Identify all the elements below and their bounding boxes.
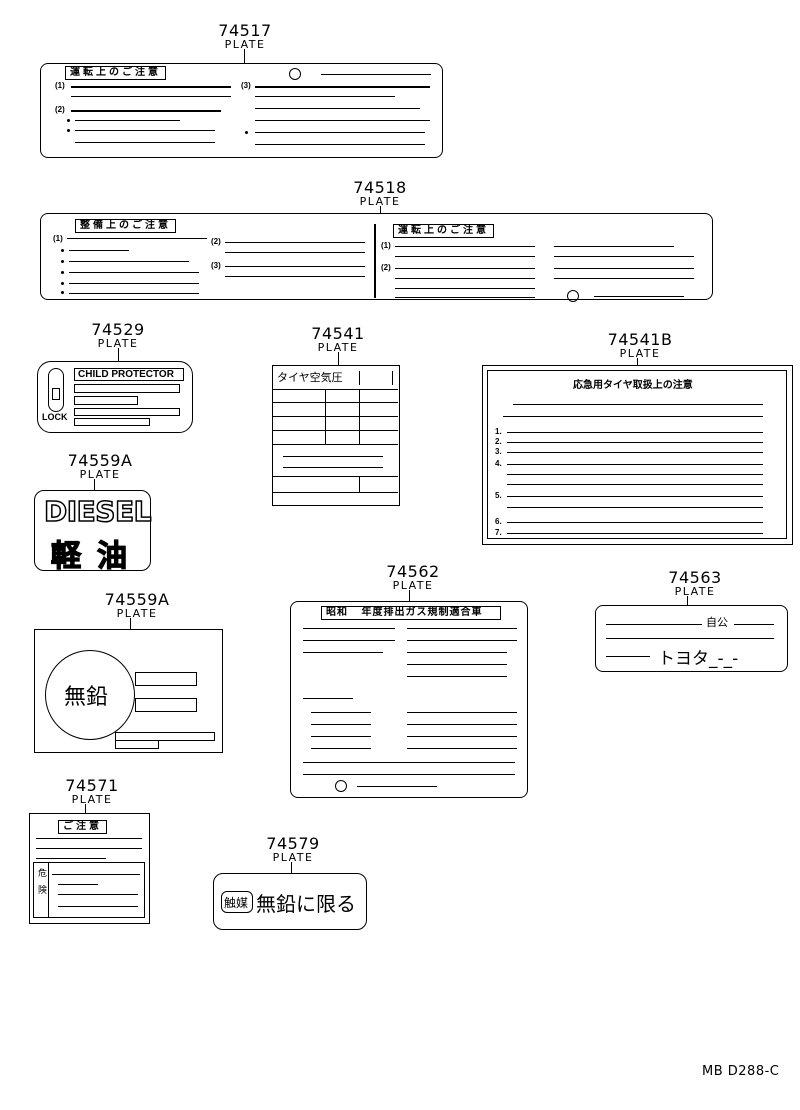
part-number: 74541 bbox=[311, 324, 365, 343]
mounting-hole bbox=[567, 290, 579, 302]
leader-line bbox=[409, 590, 410, 602]
leader-line bbox=[637, 358, 638, 366]
part-number: 74559A bbox=[104, 590, 170, 609]
mounting-hole bbox=[335, 780, 347, 792]
emission-title: 昭和 年度排出ガス規制適合車 bbox=[321, 606, 501, 620]
part-label-74562: 74562 PLATE bbox=[378, 562, 448, 592]
part-name: PLATE bbox=[71, 793, 113, 806]
part-label-74563: 74563 PLATE bbox=[660, 568, 730, 598]
part-label-74571: 74571 PLATE bbox=[57, 776, 127, 806]
divider bbox=[374, 224, 376, 298]
lock-switch bbox=[48, 368, 64, 412]
diagram-code: MB D288-C bbox=[702, 1064, 780, 1079]
part-number: 74541B bbox=[607, 330, 673, 349]
leader-line bbox=[94, 479, 95, 491]
part-number: 74529 bbox=[91, 320, 145, 339]
part-number: 74579 bbox=[266, 834, 320, 853]
unleaded-only-text: 無鉛に限る bbox=[256, 894, 356, 916]
part-name: PLATE bbox=[674, 585, 716, 598]
plate-74562[interactable]: 昭和 年度排出ガス規制適合車 bbox=[290, 601, 528, 798]
plate-74529[interactable]: LOCK CHILD PROTECTOR bbox=[37, 361, 193, 433]
plate-74518[interactable]: 整備上のご注意 (1) (2) (3) 運転上のご注意 (1) (2) bbox=[40, 213, 713, 302]
part-label-74529: 74529 PLATE bbox=[83, 320, 153, 350]
part-label-74579: 74579 PLATE bbox=[258, 834, 328, 864]
tire-pressure-title: タイヤ空気圧 bbox=[277, 372, 343, 384]
plate-74559A-unleaded[interactable]: 無鉛 bbox=[34, 629, 223, 753]
leader-line bbox=[291, 862, 292, 874]
leader-line bbox=[130, 618, 131, 630]
part-number: 74559A bbox=[67, 451, 133, 470]
approval-text: 自公 bbox=[706, 617, 728, 629]
diesel-text: DIESEL bbox=[43, 494, 152, 529]
unleaded-circle bbox=[45, 650, 135, 740]
catalyst-text: 触媒 bbox=[224, 896, 249, 910]
part-name: PLATE bbox=[317, 341, 359, 354]
part-name: PLATE bbox=[272, 851, 314, 864]
leader-line bbox=[380, 206, 381, 214]
child-protector-text: CHILD PROTECTOR bbox=[78, 369, 174, 380]
part-number: 74563 bbox=[668, 568, 722, 587]
catalyst-box bbox=[221, 891, 253, 913]
plate-74559A-diesel[interactable]: DIESEL 軽油 bbox=[34, 490, 152, 574]
plate-title: 運転上のご注意 bbox=[65, 66, 166, 80]
spare-tire-title: 応急用タイヤ取扱上の注意 bbox=[573, 380, 693, 391]
leader-line bbox=[118, 348, 119, 362]
leader-line bbox=[85, 804, 86, 814]
leader-line bbox=[687, 596, 688, 606]
plate-74517[interactable]: 運転上のご注意 (1) (2) (3) bbox=[40, 63, 443, 158]
part-label-74559A-unleaded: 74559A PLATE bbox=[97, 590, 177, 620]
part-number: 74517 bbox=[218, 21, 272, 40]
part-label-74517: 74517 PLATE bbox=[210, 21, 280, 51]
part-number: 74518 bbox=[353, 178, 407, 197]
part-number: 74571 bbox=[65, 776, 119, 795]
part-label-74541B: 74541B PLATE bbox=[600, 330, 680, 360]
part-label-74559A-diesel: 74559A PLATE bbox=[65, 451, 135, 481]
part-label-74541: 74541 PLATE bbox=[305, 324, 371, 354]
unleaded-text: 無鉛 bbox=[64, 684, 109, 709]
leader-line bbox=[338, 352, 339, 366]
plate-74563[interactable]: 自公 トヨタ_-_- bbox=[595, 605, 788, 672]
plate-title-right: 運転上のご注意 bbox=[393, 224, 494, 238]
plate-74541[interactable]: タイヤ空気圧 bbox=[272, 365, 400, 506]
part-name: PLATE bbox=[116, 607, 158, 620]
maker-text: トヨタ_-_- bbox=[658, 649, 739, 669]
diesel-jp-text: 軽油 bbox=[50, 539, 143, 573]
part-name: PLATE bbox=[97, 337, 139, 350]
part-name: PLATE bbox=[619, 347, 661, 360]
caution-title: ご注意 bbox=[58, 820, 107, 834]
leader-line bbox=[244, 49, 245, 64]
part-name: PLATE bbox=[359, 195, 401, 208]
plate-74571[interactable]: ご注意 危険 bbox=[29, 813, 150, 924]
mounting-hole bbox=[289, 68, 301, 80]
part-label-74518: 74518 PLATE bbox=[345, 178, 415, 208]
part-name: PLATE bbox=[224, 38, 266, 51]
plate-title-left: 整備上のご注意 bbox=[75, 219, 176, 233]
danger-label: 危険 bbox=[37, 868, 47, 902]
lock-label: LOCK bbox=[42, 412, 68, 422]
plate-74579[interactable]: 触媒 無鉛に限る bbox=[213, 873, 367, 930]
plate-74541B[interactable]: 応急用タイヤ取扱上の注意 1. 2. 3. 4. 5. 6. 7. bbox=[482, 365, 793, 545]
part-name: PLATE bbox=[79, 468, 121, 481]
part-name: PLATE bbox=[392, 579, 434, 592]
part-number: 74562 bbox=[386, 562, 440, 581]
